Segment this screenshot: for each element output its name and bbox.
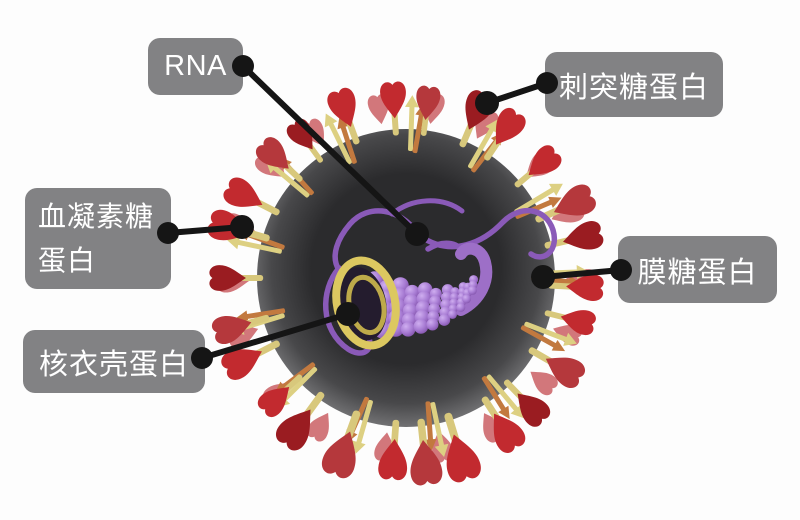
spike-protein (514, 145, 562, 188)
spike-protein (528, 347, 586, 389)
spike-protein (416, 85, 441, 136)
spike-head (517, 393, 551, 427)
membrane-rod-orange-arrowhead (548, 196, 562, 208)
membrane-rod-yellow-arrowhead (485, 119, 498, 134)
spike-head (566, 274, 604, 302)
spike-protein (306, 412, 329, 442)
spike-head (493, 413, 526, 453)
membrane-rod-orange (481, 376, 506, 412)
membrane-rod-yellow (524, 321, 568, 342)
spike-head (545, 357, 586, 389)
membrane-rod-yellow (356, 399, 373, 445)
membrane-rod-yellow-arrowhead (352, 440, 366, 454)
membrane-rod-yellow (514, 187, 555, 214)
spike-head (276, 409, 311, 451)
spike-protein (481, 396, 526, 453)
spike-protein (276, 391, 325, 451)
spike-head (560, 310, 596, 336)
membrane-protein-pair (520, 321, 577, 352)
spike-head (257, 386, 290, 418)
nucleocapsid-ball (462, 294, 472, 304)
membrane-rod-orange-group (481, 376, 510, 420)
spike-head (410, 439, 443, 486)
spike-head (416, 85, 441, 120)
membrane-rod-orange-group (424, 401, 437, 452)
spike-protein (530, 371, 558, 396)
membrane-rod-yellow (282, 366, 318, 402)
spike-head (321, 431, 356, 479)
label-rna: RNA (148, 38, 243, 95)
spike-protein (209, 265, 264, 291)
label-hemagglutinin-glycoprotein: 血凝素糖蛋白 (25, 188, 171, 289)
spike-head (306, 412, 329, 442)
spike-protein (548, 274, 604, 302)
membrane-rod-orange (425, 401, 433, 442)
membrane-protein-pair (481, 374, 524, 420)
spike-protein (321, 410, 361, 479)
membrane-rod-yellow-arrowhead (548, 183, 563, 196)
label-spike-glycoprotein: 刺突糖蛋白 (545, 52, 723, 117)
membrane-rod-yellow (430, 402, 445, 448)
membrane-rod-orange-arrowhead (424, 438, 437, 452)
membrane-rod-yellow (486, 374, 519, 412)
membrane-rod-orange-arrowhead (551, 340, 566, 352)
membrane-rod-yellow-arrowhead (434, 443, 449, 458)
membrane-rod-orange-group (520, 325, 566, 352)
nucleocapsid-ball (438, 314, 451, 326)
spike-protein (410, 418, 443, 486)
spike-head (378, 439, 408, 481)
label-nucleocapsid-protein: 核衣壳蛋白 (23, 330, 205, 393)
membrane-rod-orange-arrowhead (498, 405, 510, 420)
nucleocapsid-tail (455, 242, 493, 316)
spike-head (446, 434, 481, 483)
membrane-rod-yellow (236, 239, 282, 254)
nucleocapsid-ball (400, 322, 416, 337)
membrane-rod-yellow-arrowhead (563, 332, 577, 346)
label-membrane-glycoprotein: 膜糖蛋白 (618, 236, 777, 303)
nucleocapsid-ball (413, 319, 429, 334)
spike-head (528, 145, 562, 176)
nucleocapsid-ball (448, 309, 457, 319)
membrane-rod-orange (520, 325, 557, 348)
spike-head (223, 177, 263, 207)
spike-head (553, 184, 596, 216)
membrane-rod-yellow (468, 127, 494, 169)
spike-protein (503, 379, 551, 427)
nucleocapsid-ball (467, 285, 477, 295)
spike-protein (544, 310, 596, 336)
spike-protein (378, 419, 408, 481)
spike-head (563, 221, 604, 250)
spike-head (209, 265, 246, 291)
spike-head (530, 371, 558, 396)
nucleocapsid-ball (456, 302, 466, 312)
spike-protein (257, 374, 303, 418)
membrane-protein-pair (424, 401, 449, 458)
nucleocapsid-ball (426, 318, 439, 331)
spike-protein (444, 412, 481, 483)
spike-head (495, 107, 526, 145)
spike-protein (484, 107, 526, 161)
